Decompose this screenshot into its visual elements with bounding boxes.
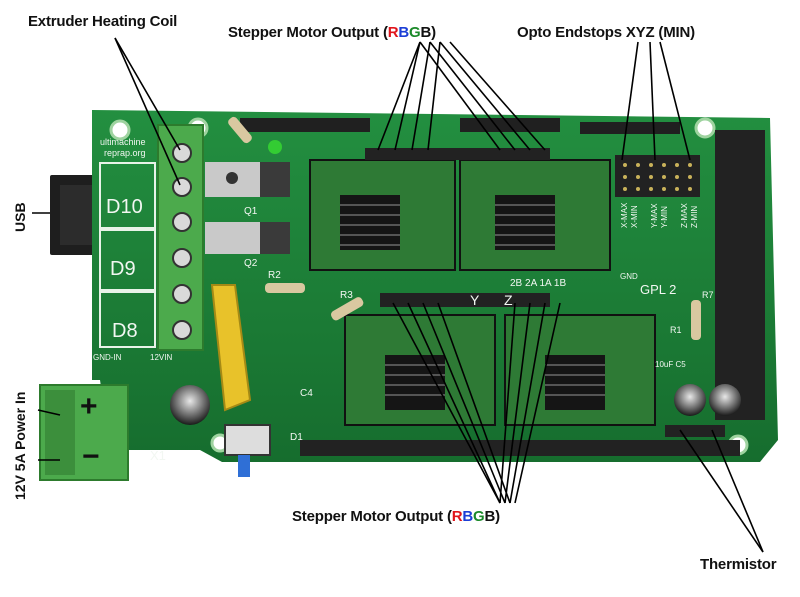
silk-d8: D8 <box>112 320 138 342</box>
label-stepper-top-b2: B <box>420 24 432 41</box>
silk-z: Z <box>504 292 513 308</box>
reset-button <box>224 424 271 456</box>
silk-ultimachine: ultimachine <box>100 137 146 147</box>
label-stepper-bottom-prefix: Stepper Motor Output ( <box>292 508 452 525</box>
silk-power-plus: + <box>80 390 98 423</box>
motor-header-bottom <box>380 293 550 307</box>
thermistor-header <box>665 425 725 437</box>
silk-pins: 2B 2A 1A 1B <box>510 278 567 289</box>
silk-r1: R1 <box>670 325 682 335</box>
screw-terminals <box>172 143 192 340</box>
silk-r3: R3 <box>340 290 353 301</box>
label-stepper-top-suffix: ) <box>431 24 436 41</box>
polyfuse <box>210 284 252 412</box>
label-stepper-bottom-b: B <box>462 508 474 525</box>
silk-q1: Q1 <box>244 206 258 217</box>
silk-power-minus: − <box>82 440 100 473</box>
silk-c5: 10uF C5 <box>655 360 686 369</box>
label-stepper-bottom-suffix: ) <box>495 508 500 525</box>
label-stepper-bottom-r: R <box>451 508 463 525</box>
stepper-driver-bottom-2 <box>504 314 656 426</box>
label-thermistor: Thermistor <box>700 556 777 573</box>
silk-y: Y <box>470 292 480 308</box>
stepper-driver-top-1 <box>309 159 456 271</box>
resistors <box>228 116 701 340</box>
silk-z-max: Z-MAX <box>680 203 689 228</box>
label-stepper-top-prefix: Stepper Motor Output ( <box>228 24 388 41</box>
capacitor <box>709 384 741 416</box>
label-stepper-top: Stepper Motor Output (RBGB) <box>228 24 436 41</box>
label-opto-endstops: Opto Endstops XYZ (MIN) <box>517 24 695 41</box>
silk-12vin: 12VIN <box>150 353 173 362</box>
silk-q2: Q2 <box>244 258 258 269</box>
label-stepper-top-b: B <box>398 24 410 41</box>
silk-y-max: Y-MAX <box>650 203 659 228</box>
silk-y-min: Y-MIN <box>660 206 669 228</box>
label-stepper-bottom-b2: B <box>484 508 496 525</box>
mounting-hole <box>694 117 716 139</box>
leader-lines <box>32 37 764 553</box>
mosfets <box>205 162 290 254</box>
silk-c4: C4 <box>300 388 313 399</box>
motor-header-top <box>365 148 550 160</box>
silk-d10: D10 <box>106 196 143 218</box>
capacitor <box>674 384 706 416</box>
endstop-pins <box>623 163 692 191</box>
capacitor <box>170 385 210 425</box>
silk-x-min: X-MIN <box>630 205 639 228</box>
silk-r7: R7 <box>702 290 714 300</box>
silk-d1: D1 <box>290 432 303 443</box>
right-header-column <box>715 130 765 420</box>
endstop-pin-block <box>615 155 700 197</box>
silk-gnd-in: GND-IN <box>93 353 122 362</box>
led <box>268 140 282 154</box>
silk-x-max: X-MAX <box>620 202 629 228</box>
stepper-driver-bottom-1 <box>344 314 496 426</box>
silk-r2: R2 <box>268 270 281 281</box>
mounting-hole <box>109 119 131 141</box>
silk-gpl: GPL 2 <box>640 282 677 297</box>
silk-z-min: Z-MIN <box>690 205 699 228</box>
label-stepper-top-g: G <box>409 24 421 41</box>
label-stepper-top-r: R <box>387 24 399 41</box>
label-usb: USB <box>12 202 28 232</box>
label-power-in: 12V 5A Power In <box>12 391 28 500</box>
silk-reprap: reprap.org <box>104 148 146 158</box>
label-stepper-bottom-g: G <box>473 508 485 525</box>
output-boxes <box>99 162 156 348</box>
label-stepper-bottom: Stepper Motor Output (RBGB) <box>292 508 500 525</box>
silk-gnd: GND <box>620 272 638 281</box>
silk-d9: D9 <box>110 258 136 280</box>
stepper-driver-top-2 <box>459 159 611 271</box>
label-extruder-heating-coil: Extruder Heating Coil <box>28 13 178 30</box>
silk-x1: X1 <box>150 448 166 463</box>
